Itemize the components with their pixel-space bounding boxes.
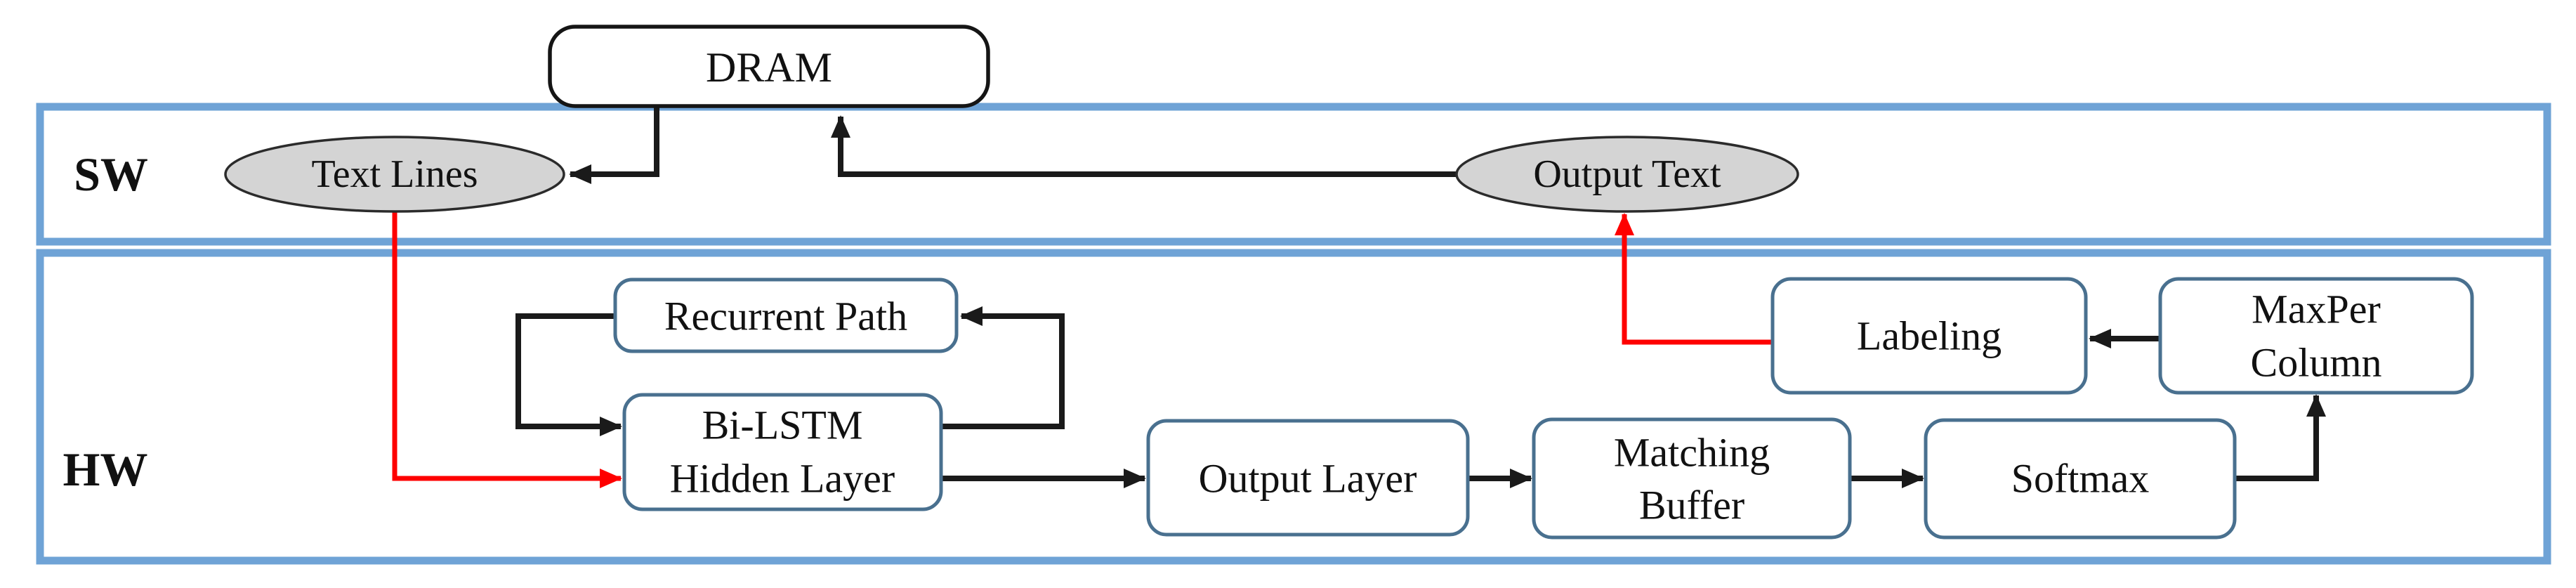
node-maxper-column-label-line2: Column [2251, 340, 2382, 386]
node-output-text-label: Output Text [1533, 152, 1721, 196]
node-softmax-label: Softmax [2011, 456, 2150, 502]
node-maxper-column [2158, 277, 2474, 395]
sw-region-label: SW [74, 148, 148, 201]
node-output-layer-label: Output Layer [1199, 456, 1417, 502]
edge-text-lines-to-bi-lstm [392, 211, 622, 488]
sw-region-box [36, 103, 2551, 246]
node-recurrent-path-label: Recurrent Path [664, 294, 907, 339]
node-dram [548, 25, 990, 108]
node-text-lines-label: Text Lines [311, 152, 478, 196]
hw-region-label: HW [63, 443, 148, 496]
node-softmax [1924, 418, 2237, 540]
edge-softmax-to-maxper-column [2235, 394, 2326, 481]
edge-labeling-to-output-text [1615, 213, 1773, 345]
node-maxper-column-label-line1: MaxPer [2252, 287, 2381, 332]
node-output-text [1455, 136, 1799, 213]
node-bi-lstm [622, 393, 943, 511]
edge-recurrent-path-to-bi-lstm [515, 313, 622, 436]
edge-output-text-to-dram [831, 115, 1457, 177]
node-labeling-label: Labeling [1857, 313, 2002, 359]
node-bi-lstm-label-line1: Bi-LSTM [702, 403, 863, 448]
node-text-lines [224, 136, 565, 213]
node-matching-buffer-label-line1: Matching [1614, 430, 1770, 476]
node-matching-buffer-label-line2: Buffer [1639, 483, 1744, 528]
edge-bi-lstm-to-recurrent-path [941, 306, 1065, 429]
edge-dram-to-text-lines [569, 107, 659, 184]
node-bi-lstm-label-line2: Hidden Layer [670, 456, 895, 502]
node-matching-buffer [1532, 417, 1852, 540]
node-output-layer [1146, 419, 1470, 537]
node-recurrent-path [613, 277, 959, 353]
node-dram-label: DRAM [706, 44, 832, 91]
node-labeling [1770, 277, 2088, 395]
hw-region-box [36, 249, 2551, 565]
